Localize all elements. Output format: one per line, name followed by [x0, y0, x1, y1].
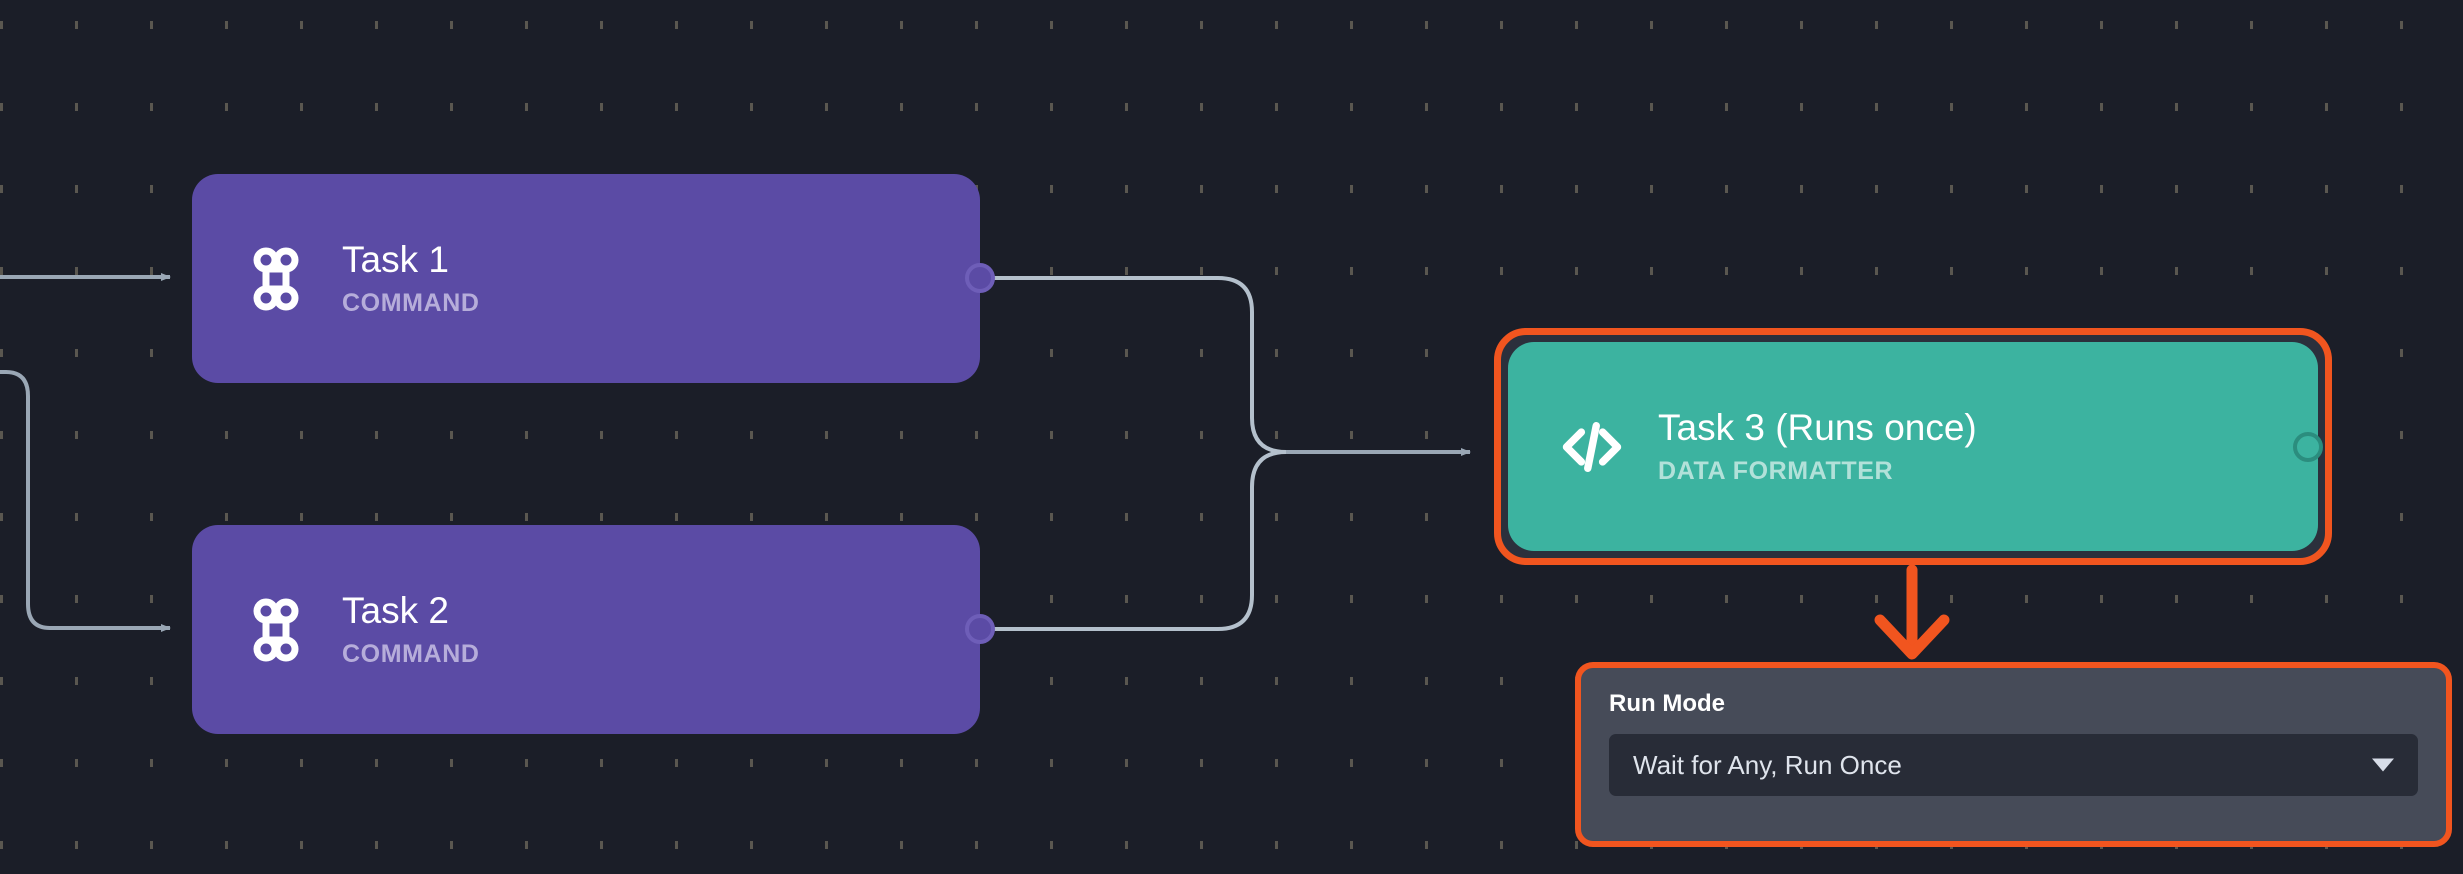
run-mode-selected-value: Wait for Any, Run Once	[1633, 749, 1902, 780]
node-task-1[interactable]: Task 1 COMMAND	[192, 174, 980, 383]
run-mode-select[interactable]: Wait for Any, Run Once	[1609, 734, 2418, 796]
command-icon	[240, 243, 312, 315]
node-task-1-title: Task 1	[342, 238, 449, 280]
node-task-2-title: Task 2	[342, 589, 449, 631]
chevron-down-icon[interactable]	[2372, 758, 2394, 772]
node-task-3-title: Task 3 (Runs once)	[1658, 406, 1977, 448]
run-mode-label: Run Mode	[1609, 690, 1725, 717]
run-mode-panel: Run Mode Wait for Any, Run Once	[1575, 662, 2452, 847]
node-task-3-text: Task 3 (Runs once) DATA FORMATTER	[1658, 406, 1977, 485]
node-task-1-subtitle: COMMAND	[342, 288, 480, 317]
callout-arrow-icon	[1874, 564, 1950, 660]
node-task-2-subtitle: COMMAND	[342, 639, 480, 668]
node-task-2[interactable]: Task 2 COMMAND	[192, 525, 980, 734]
output-port-task-2[interactable]	[965, 614, 995, 644]
code-icon	[1556, 411, 1628, 483]
node-task-3[interactable]: Task 3 (Runs once) DATA FORMATTER	[1508, 342, 2318, 551]
output-port-task-1[interactable]	[965, 263, 995, 293]
edge-task2-to-task3	[992, 450, 1287, 631]
node-task-1-text: Task 1 COMMAND	[342, 238, 480, 317]
node-task-3-subtitle: DATA FORMATTER	[1658, 456, 1894, 485]
edge-incoming-task2	[0, 370, 171, 632]
edge-task1-to-task3	[992, 276, 1287, 454]
output-port-task-3[interactable]	[2293, 432, 2323, 462]
node-task-2-text: Task 2 COMMAND	[342, 589, 480, 668]
command-icon	[240, 594, 312, 666]
